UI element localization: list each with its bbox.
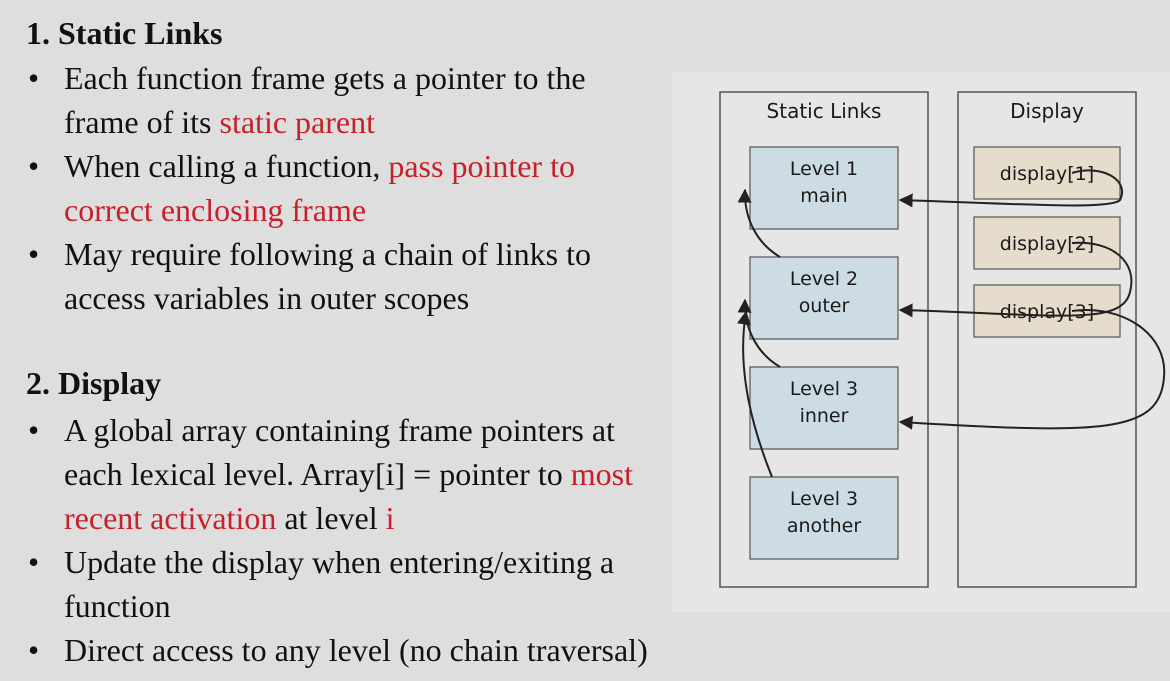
frame-level3-another: Level 3 another bbox=[749, 476, 899, 560]
bullet-dot: • bbox=[28, 544, 40, 580]
frame-level-label: Level 3 bbox=[790, 488, 858, 510]
frame-level2-outer: Level 2 outer bbox=[749, 256, 899, 340]
static-link-inner-to-outer bbox=[737, 298, 781, 368]
bullet-item: • Each function frame gets a pointer to … bbox=[26, 56, 586, 144]
display-pointer-2-to-outer bbox=[898, 241, 1133, 318]
static-link-outer-to-main bbox=[737, 188, 781, 258]
highlight-text: most bbox=[570, 456, 633, 492]
highlight-text: recent activation bbox=[64, 500, 277, 536]
display-entry-label: display[3] bbox=[1000, 301, 1094, 323]
bullet-text: When calling a function, bbox=[64, 148, 389, 184]
bullet-text: each lexical level. Array[i] = pointer t… bbox=[64, 456, 571, 492]
bullet-dot: • bbox=[28, 412, 40, 448]
bullet-text: access variables in outer scopes bbox=[64, 280, 470, 316]
frame-function-name: main bbox=[800, 185, 847, 207]
section-heading-display: 2. Display bbox=[26, 365, 162, 401]
display-pointer-3-to-inner bbox=[898, 309, 1166, 430]
bullet-text: function bbox=[64, 588, 171, 624]
static-links-column bbox=[719, 91, 929, 588]
display-entry-label: display[1] bbox=[1000, 163, 1094, 185]
bullet-dot: • bbox=[28, 148, 40, 184]
static-links-display-diagram: Static Links Display Level 1 main Level … bbox=[719, 91, 1166, 588]
display-entry-label: display[2] bbox=[1000, 233, 1094, 255]
highlight-text: pass pointer to bbox=[388, 148, 575, 184]
bullet-text: May require following a chain of links t… bbox=[64, 236, 591, 272]
display-column bbox=[957, 91, 1137, 588]
bullet-item: • Update the display when entering/exiti… bbox=[26, 540, 614, 628]
bullet-item: • When calling a function, pass pointer … bbox=[26, 144, 575, 232]
display-title: Display bbox=[1010, 99, 1084, 123]
bullet-dot: • bbox=[28, 632, 40, 668]
diagram-panel: Static Links Display Level 1 main Level … bbox=[672, 72, 1170, 612]
highlight-text: correct enclosing frame bbox=[64, 192, 367, 228]
highlight-text: static parent bbox=[219, 104, 375, 140]
frame-function-name: another bbox=[787, 515, 861, 537]
bullet-text: frame of its bbox=[64, 104, 220, 140]
static-links-title: Static Links bbox=[767, 99, 882, 123]
section-heading-static-links: 1. Static Links bbox=[26, 15, 223, 51]
display-entry-1: display[1] bbox=[973, 146, 1121, 200]
bullet-text: Direct access to any level (no chain tra… bbox=[64, 632, 648, 668]
display-pointer-1-to-main bbox=[898, 169, 1123, 208]
frame-level-label: Level 2 bbox=[790, 268, 858, 290]
bullet-text: at level bbox=[276, 500, 386, 536]
bullet-item: • May require following a chain of links… bbox=[26, 232, 591, 320]
frame-level1-main: Level 1 main bbox=[749, 146, 899, 230]
frame-level3-inner: Level 3 inner bbox=[749, 366, 899, 450]
highlight-text: i bbox=[385, 500, 395, 536]
frame-level-label: Level 3 bbox=[790, 378, 858, 400]
static-link-another-to-outer bbox=[737, 310, 773, 478]
bullet-text: Update the display when entering/exiting… bbox=[64, 544, 615, 580]
frame-function-name: inner bbox=[800, 405, 849, 427]
frame-function-name: outer bbox=[799, 295, 850, 317]
bullet-item: • A global array containing frame pointe… bbox=[26, 408, 633, 540]
display-entry-2: display[2] bbox=[973, 216, 1121, 270]
frame-level-label: Level 1 bbox=[790, 158, 858, 180]
bullet-dot: • bbox=[28, 60, 40, 96]
bullet-dot: • bbox=[28, 236, 40, 272]
bullet-text: Each function frame gets a pointer to th… bbox=[64, 60, 586, 96]
bullet-text: A global array containing frame pointers… bbox=[64, 412, 615, 448]
bullet-item: • Direct access to any level (no chain t… bbox=[26, 628, 648, 672]
